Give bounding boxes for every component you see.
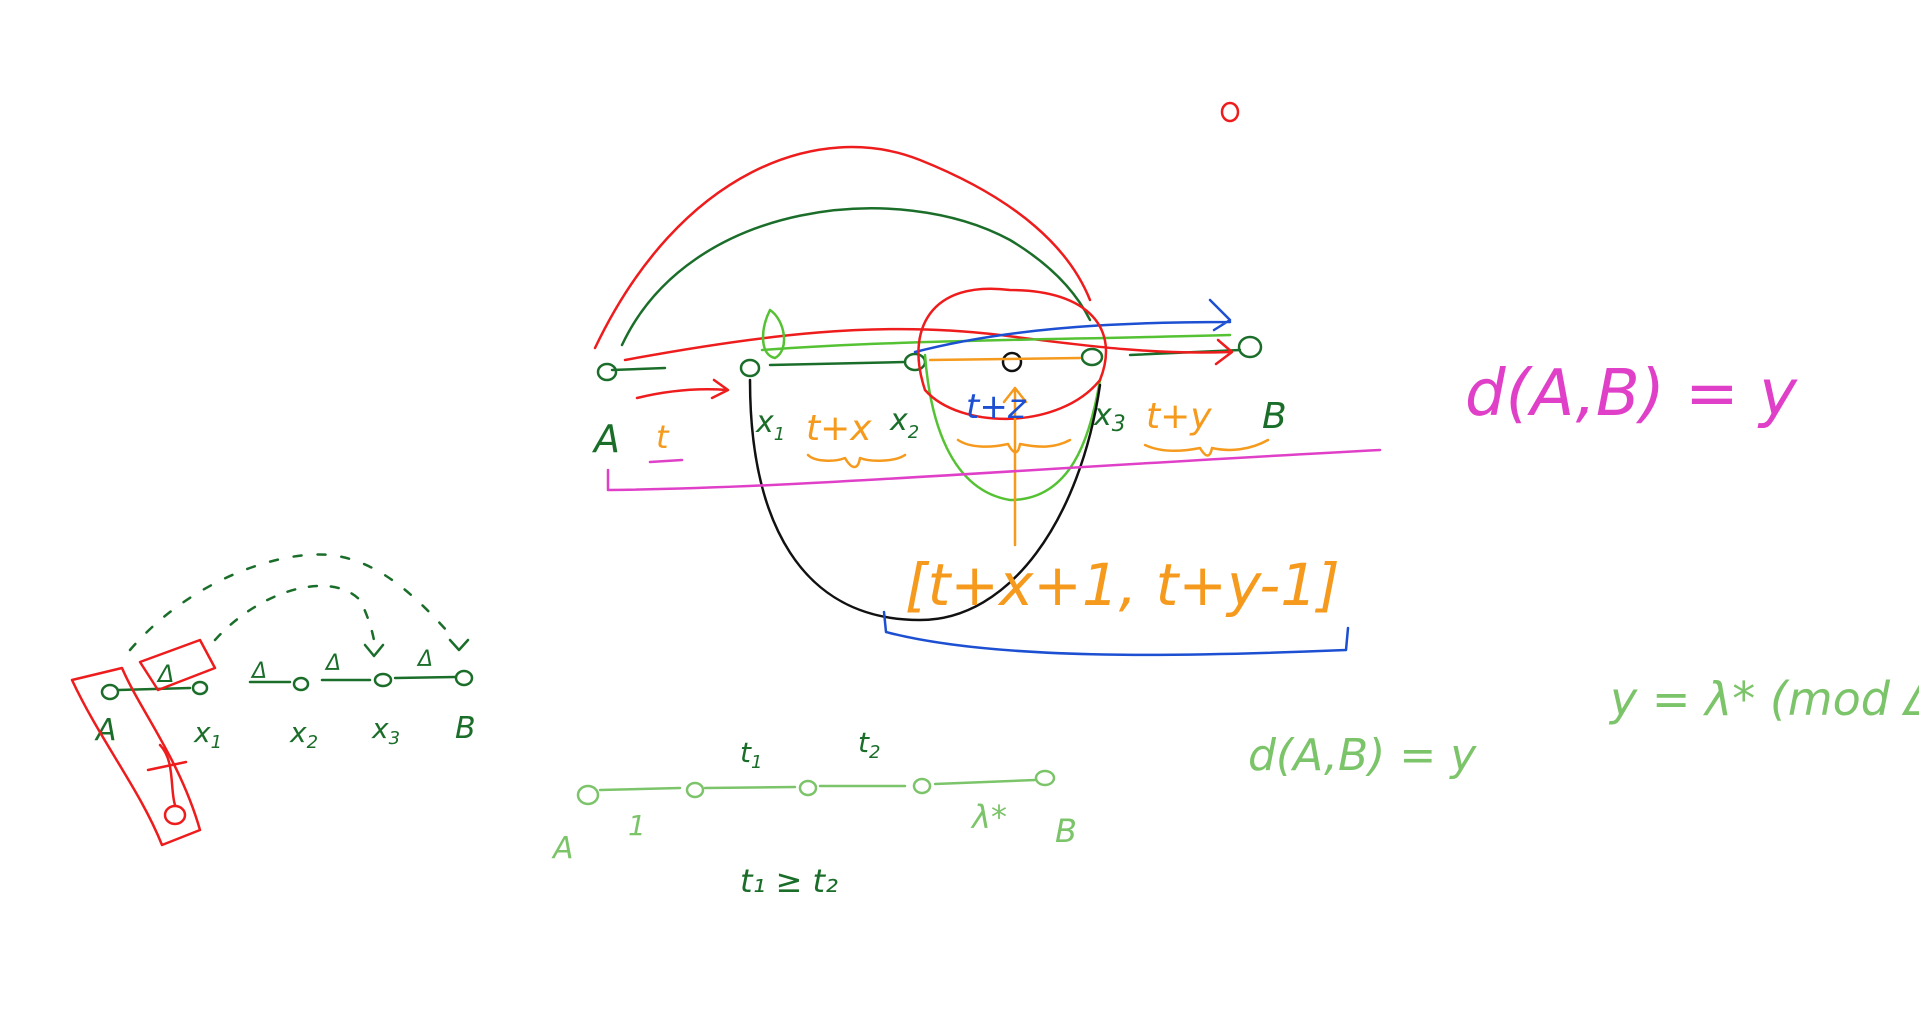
main-edge-x1-x2 [768, 360, 907, 367]
label-x1: x1 [755, 405, 785, 445]
node-x1 [739, 358, 761, 378]
underline-t [648, 458, 684, 464]
label-t: t [656, 418, 670, 456]
label-x2: x2 [889, 403, 919, 443]
bottom-label-1: 1 [628, 809, 646, 842]
red-cross-mark [146, 743, 188, 807]
label-a: A [591, 417, 620, 461]
bottom-diagram: A 1 t1 t2 λ* B t₁ ≥ t₂ [551, 726, 1077, 900]
bottom-node-b [1034, 769, 1056, 787]
bottom-label-t1: t1 [740, 736, 762, 773]
node-z [1001, 351, 1023, 373]
dashed-arrowheads [363, 638, 470, 658]
small-label-x2: x2 [289, 716, 318, 753]
red-circle-z [917, 287, 1108, 421]
small-diagram: Δ Δ Δ Δ A x1 x2 x3 B [70, 553, 476, 847]
red-box-delta [138, 638, 217, 692]
formula-distance-magenta: d(A,B) = y [1465, 357, 1798, 431]
orange-line [928, 356, 1082, 362]
magenta-bracket [606, 448, 1382, 492]
small-node-x2 [292, 676, 310, 692]
red-dot-mark [1220, 101, 1240, 123]
main-edge-a-x1 [610, 366, 667, 372]
light-green-line [760, 333, 1232, 352]
interval-text: [t+x+1, t+y-1] [905, 551, 1340, 619]
small-delta-4: Δ [416, 647, 433, 672]
bottom-node-1 [685, 781, 705, 799]
red-line-a-b [623, 327, 1232, 362]
light-green-loop [923, 353, 1102, 502]
bottom-node-2 [798, 779, 818, 797]
bottom-label-a: A [551, 831, 574, 866]
small-base-line [116, 675, 457, 692]
bottom-node-a [576, 784, 600, 806]
small-label-b: B [455, 711, 476, 746]
small-label-x3: x3 [371, 712, 400, 749]
small-node-x3 [373, 672, 393, 688]
label-t-plus-z: t+z [966, 387, 1027, 427]
bottom-label-lambda: λ* [970, 798, 1007, 836]
small-delta-2: Δ [250, 659, 267, 684]
black-arc-x1-x3 [748, 378, 1102, 622]
main-diagram: A t x1 t+x x2 t+z x3 t+y B [t+x+1, t+y-1… [591, 101, 1382, 657]
node-a [596, 362, 618, 382]
formula-distance-green: d(A,B) = y [1248, 730, 1477, 781]
small-label-a: A [94, 713, 117, 748]
bottom-label-b: B [1055, 812, 1077, 850]
brace-t-plus-x [806, 453, 907, 469]
blue-arrow-line [913, 298, 1232, 354]
green-arc-a-x3 [620, 207, 1092, 347]
small-delta-3: Δ [324, 651, 341, 676]
small-node-b [454, 669, 474, 687]
small-delta-1: Δ [156, 660, 174, 688]
label-t-plus-y: t+y [1146, 396, 1212, 437]
light-green-triangle [761, 308, 786, 360]
small-node-x1 [191, 680, 209, 696]
red-arrowhead [1214, 338, 1234, 366]
brace-t-plus-y [1143, 438, 1270, 457]
bottom-label-t2: t2 [858, 726, 880, 763]
brace-t-plus-z [956, 438, 1072, 454]
dashed-arc-inner [213, 584, 377, 652]
orange-arrow-up [1002, 386, 1028, 547]
inequality-t1-t2: t₁ ≥ t₂ [740, 862, 838, 900]
formula-mod-delta: y = λ* (mod Δ) [1608, 672, 1919, 726]
label-x3: x3 [1093, 398, 1126, 437]
bottom-base-line [598, 778, 1037, 792]
red-small-node [163, 804, 187, 826]
node-x3 [1080, 347, 1104, 367]
node-b [1237, 335, 1263, 359]
small-label-x1: x1 [193, 716, 222, 753]
red-arc-a-x3 [593, 145, 1092, 350]
label-b: B [1262, 396, 1287, 437]
red-strip-highlight [70, 666, 202, 847]
bottom-node-3 [912, 777, 932, 795]
dashed-arc-outer [128, 553, 457, 652]
node-x2 [903, 352, 927, 372]
red-arrow-a-t [635, 378, 730, 400]
label-t-plus-x: t+x [806, 408, 872, 449]
blue-bracket [882, 610, 1350, 657]
small-node-a [100, 683, 120, 701]
